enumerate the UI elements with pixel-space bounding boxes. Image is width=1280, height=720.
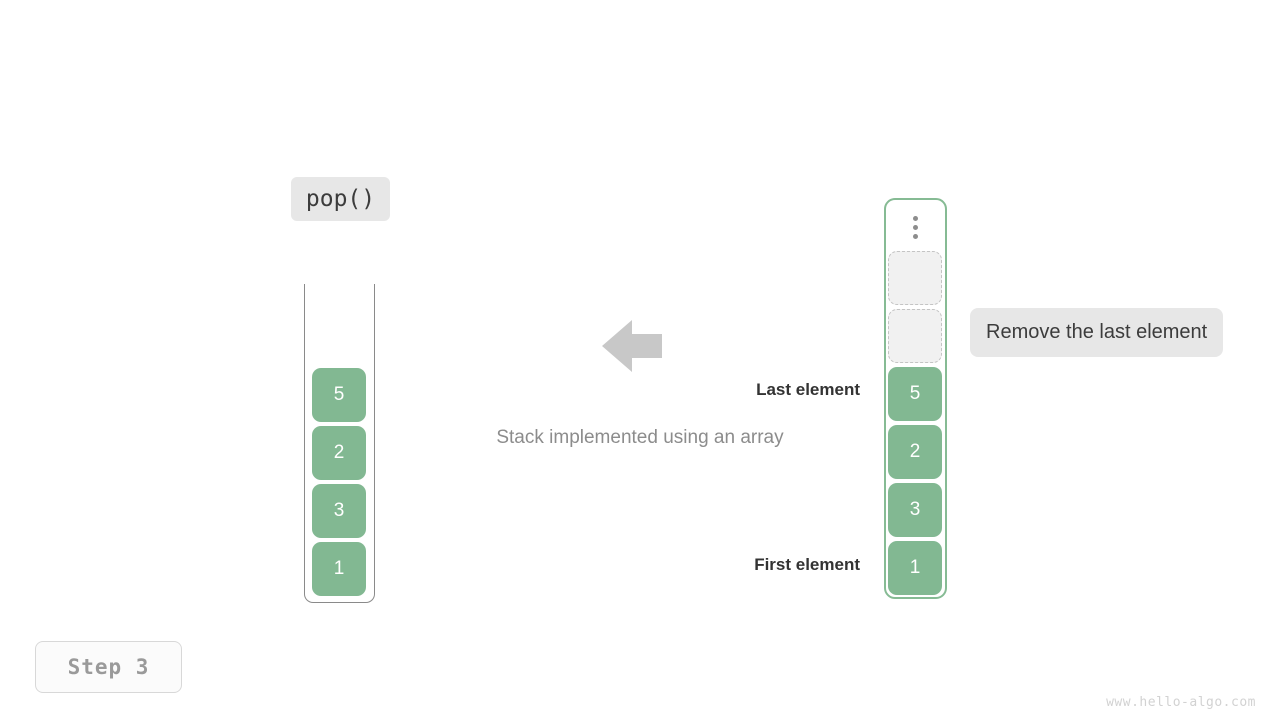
array-empty-slot (888, 251, 942, 305)
array-element: 2 (888, 425, 942, 479)
array-element: 1 (888, 541, 942, 595)
array-element-list: 1 3 2 5 (888, 251, 942, 595)
array-element: 3 (888, 483, 942, 537)
step-badge: Step 3 (35, 641, 182, 693)
first-element-label: First element (754, 555, 860, 574)
stack-element: 2 (312, 426, 366, 480)
operation-label: pop() (291, 177, 390, 221)
watermark: www.hello-algo.com (1106, 695, 1256, 710)
array-empty-slot (888, 309, 942, 363)
ellipsis-dot (913, 215, 918, 221)
stack-element: 3 (312, 484, 366, 538)
left-stack: 1 3 2 5 (304, 284, 375, 604)
ellipsis-dot (913, 224, 918, 230)
arrow-left-icon (602, 320, 662, 372)
ellipsis-dot (913, 233, 918, 239)
right-array: 1 3 2 5 (884, 198, 947, 599)
side-note-label: Remove the last element (970, 308, 1224, 357)
stack-element: 5 (312, 368, 366, 422)
last-element-label: Last element (756, 380, 860, 399)
stack-element-list: 1 3 2 5 (312, 368, 366, 596)
stack-container-outline (304, 284, 375, 603)
stack-element: 1 (312, 542, 366, 596)
vertical-ellipsis-icon (884, 210, 947, 244)
array-element: 5 (888, 367, 942, 421)
diagram-caption: Stack implemented using an array (496, 427, 784, 448)
